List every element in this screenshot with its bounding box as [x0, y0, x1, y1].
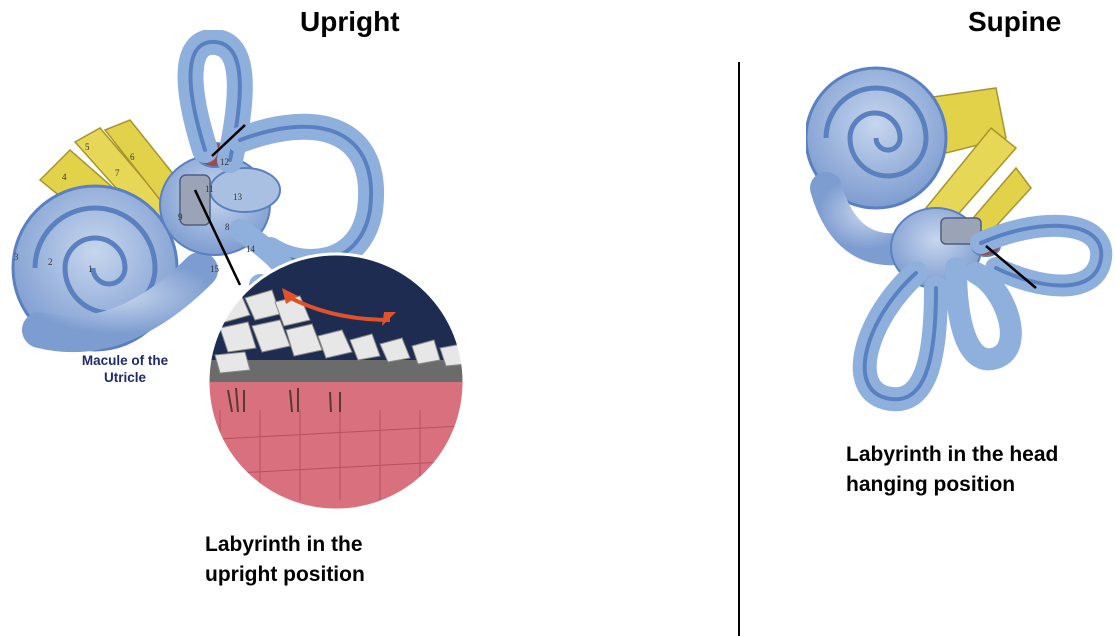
svg-text:3: 3 [14, 252, 19, 262]
svg-text:2: 2 [48, 257, 53, 267]
upright-caption-line1: Labyrinth in the [205, 530, 365, 560]
supine-labyrinth-illustration [806, 58, 1116, 418]
svg-text:5: 5 [85, 142, 90, 152]
supine-caption-line2: hanging position [846, 470, 1058, 500]
svg-text:11: 11 [205, 184, 214, 194]
svg-text:15: 15 [210, 264, 220, 274]
svg-text:14: 14 [246, 244, 256, 254]
supine-heading: Supine [968, 6, 1061, 38]
svg-text:4: 4 [62, 172, 67, 182]
svg-text:1: 1 [88, 264, 93, 274]
svg-text:8: 8 [225, 222, 230, 232]
macule-label-line1: Macule of the [60, 352, 190, 369]
upright-caption: Labyrinth in the upright position [205, 530, 365, 590]
macule-utricle-label: Macule of the Utricle [60, 352, 190, 386]
center-divider [738, 62, 740, 636]
svg-text:9: 9 [178, 212, 183, 222]
macule-magnified-view [200, 250, 480, 522]
svg-text:7: 7 [115, 168, 120, 178]
upright-caption-line2: upright position [205, 560, 365, 590]
svg-text:6: 6 [130, 152, 135, 162]
supine-caption: Labyrinth in the head hanging position [846, 440, 1058, 500]
svg-text:12: 12 [220, 157, 229, 167]
macule-label-line2: Utricle [60, 369, 190, 386]
svg-text:13: 13 [233, 192, 243, 202]
supine-caption-line1: Labyrinth in the head [846, 440, 1058, 470]
